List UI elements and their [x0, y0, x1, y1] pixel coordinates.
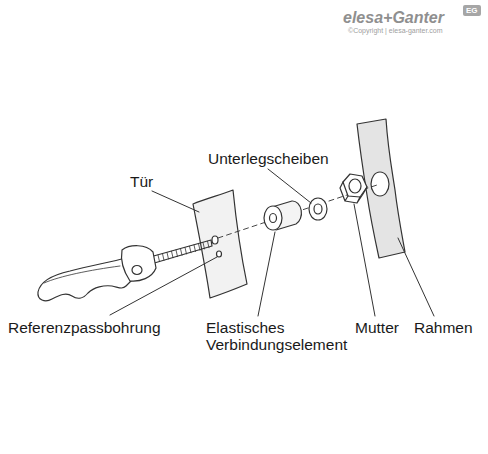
brand-badge: EG — [463, 5, 481, 16]
door-hole — [212, 236, 218, 244]
part-label: Elastisches Verbindungselement — [206, 319, 356, 353]
part-label: Rahmen — [414, 319, 473, 336]
leader-line — [110, 257, 217, 315]
thread-stroke — [158, 255, 160, 262]
elastic-element-bore — [270, 214, 277, 223]
thread-stroke — [181, 249, 183, 256]
part-label: Mutter — [355, 319, 399, 336]
thread-stroke — [199, 244, 201, 251]
brand-logo: elesa+Ganter — [343, 9, 444, 27]
nut-hole — [349, 179, 361, 193]
cam-body — [121, 246, 156, 281]
threaded-stud — [150, 240, 212, 264]
thread-stroke — [190, 246, 192, 253]
thread-stroke — [172, 251, 174, 258]
frame-hole — [371, 172, 389, 196]
door-plate — [193, 190, 247, 298]
thread-stroke — [185, 248, 187, 255]
thread-stroke — [194, 245, 196, 252]
washer-hole — [314, 204, 322, 214]
handle-edge — [44, 266, 120, 283]
thread-stroke — [203, 243, 205, 250]
leader-line — [268, 169, 311, 203]
copyright-watermark: ©Copyright | elesa-ganter.com — [348, 26, 443, 35]
leader-line — [398, 238, 434, 316]
leader-line — [152, 191, 199, 212]
part-label: Referenzpassbohrung — [8, 319, 161, 336]
leader-line — [354, 204, 375, 316]
thread-stroke — [167, 253, 169, 260]
elastic-element-face — [264, 206, 282, 230]
thread-stroke — [208, 241, 210, 248]
lever-handle — [38, 258, 132, 301]
pivot-pin — [132, 266, 142, 275]
washer — [309, 198, 327, 220]
leader-line — [258, 232, 275, 316]
reference-hole — [217, 251, 222, 257]
thread-stroke — [163, 254, 165, 261]
thread-stroke — [176, 250, 178, 257]
part-label: Unterlegscheiben — [208, 150, 329, 167]
part-label: Tür — [130, 173, 153, 190]
